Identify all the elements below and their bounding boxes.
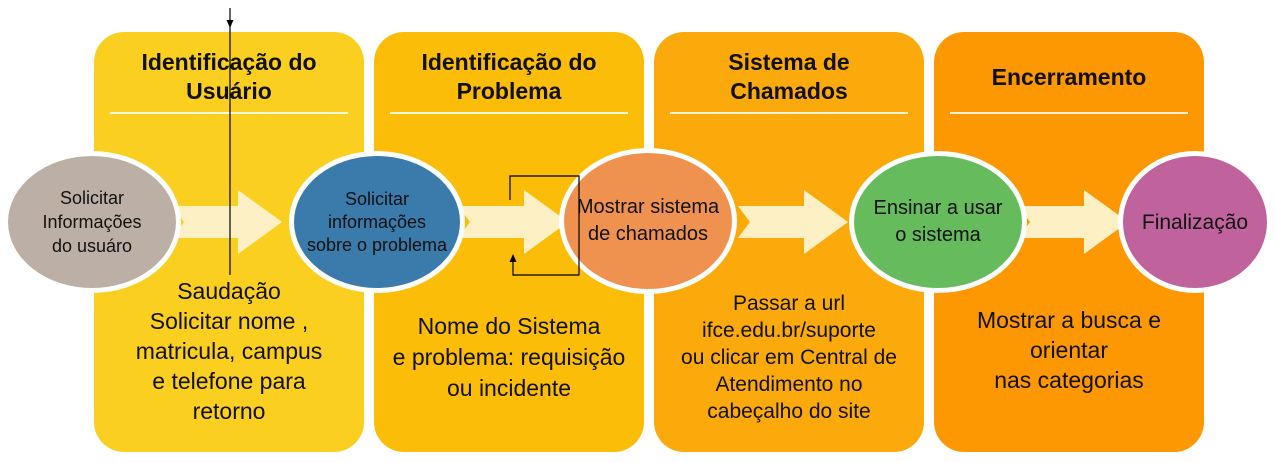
node-solicitar-informacoes-usuario: Solicitar Informações do usuáro (3, 151, 181, 293)
node-finalizacao: Finalização (1118, 151, 1272, 293)
panel-divider (110, 112, 348, 114)
node-ensinar-usar-sistema: Ensinar a usar o sistema (849, 151, 1027, 293)
arrow-shape (172, 190, 282, 254)
node-solicitar-informacoes-problema: Solicitar informações sobre o problema (289, 151, 465, 293)
panel-divider (670, 112, 908, 114)
connector-arrowhead-down (226, 20, 234, 28)
arrow-shape (458, 190, 568, 254)
panel-description: Saudação Solicitar nome , matricula, cam… (135, 278, 323, 424)
flow-arrow-3 (738, 190, 848, 254)
arrow-shape (1018, 190, 1128, 254)
panel-divider (950, 112, 1188, 114)
panel-description: Nome do Sistema e problema: requisição o… (392, 313, 626, 401)
panel-title: Encerramento (991, 64, 1147, 90)
flow-arrow-4 (1018, 190, 1128, 254)
arrow-shape (738, 190, 848, 254)
node-mostrar-sistema-chamados: Mostrar sistema de chamados (559, 148, 737, 294)
panel-description: Mostrar a busca e orientar nas categoria… (976, 307, 1162, 393)
panel-divider (390, 112, 628, 114)
panel-title: Identificação do Usuário (141, 49, 317, 104)
panel-title: Sistema de Chamados (728, 49, 850, 104)
flow-arrow-1 (172, 190, 282, 254)
panel-description: Passar a url ifce.edu.br/suporte ou clic… (681, 292, 897, 423)
panel-title: Identificação do Problema (421, 49, 597, 104)
flow-arrow-2 (458, 190, 568, 254)
